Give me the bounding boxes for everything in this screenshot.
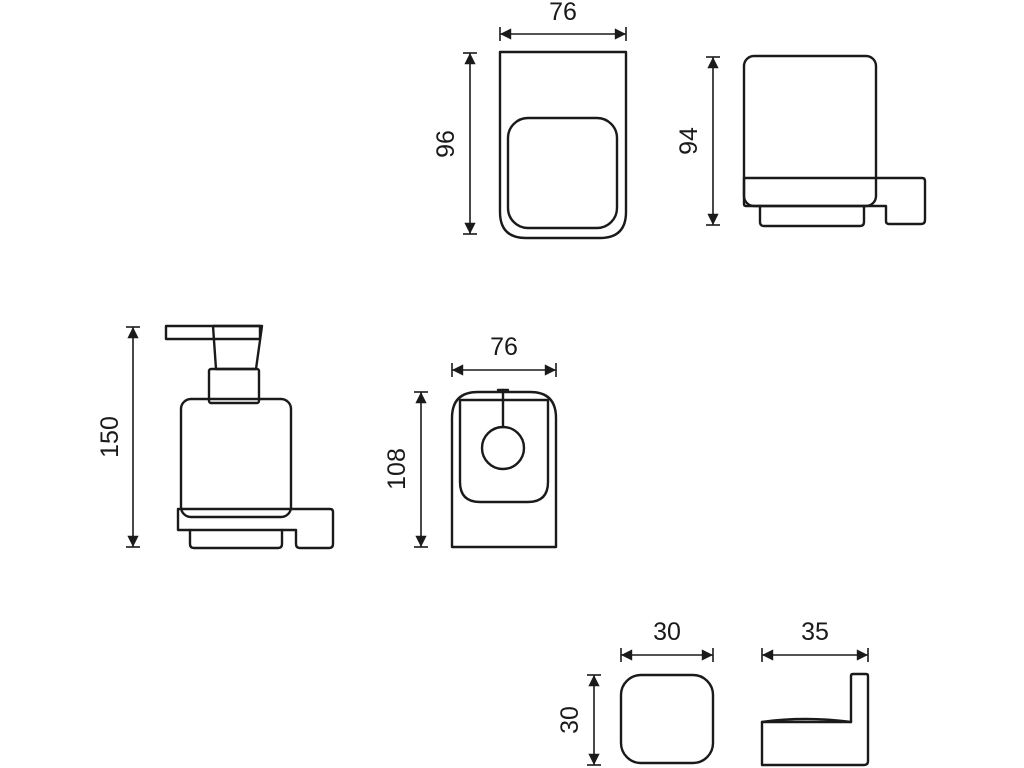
hook-front-height-label: 30	[556, 706, 584, 734]
hook-side-view: 35	[760, 618, 870, 767]
dispenser-bracket	[176, 507, 335, 550]
soap-dispenser-side-view: 150	[96, 324, 335, 550]
hook-front-outline	[619, 673, 715, 765]
tumbler-holder-front-view: 76 96	[432, 0, 628, 240]
tumbler-front-cutout	[506, 116, 619, 230]
tumbler-width-label: 76	[549, 0, 577, 26]
hook-side-depth-label: 35	[801, 618, 829, 646]
tumbler-front-outline	[498, 50, 628, 240]
tumbler-holder-side-view: 94	[675, 54, 927, 228]
tumbler-bracket	[742, 176, 927, 226]
dispenser-pump-collar	[207, 367, 261, 405]
dispenser-front-bottle-circle	[480, 425, 526, 471]
tumbler-front-height-label: 96	[432, 130, 460, 158]
hook-front-width-label: 30	[653, 618, 681, 646]
hook-front-view: 30 30	[556, 618, 715, 766]
dispenser-front-height-label: 108	[383, 448, 411, 490]
dispenser-front-width-label: 76	[490, 333, 518, 361]
hook-side-outline	[760, 672, 870, 767]
soap-dispenser-front-view: 76 108	[383, 333, 558, 549]
tumbler-glass-base	[758, 204, 866, 228]
dispenser-bottle	[179, 397, 293, 519]
dispenser-front-inner-plate	[458, 398, 550, 504]
dispenser-pump-head	[211, 324, 264, 371]
dispenser-base	[188, 528, 284, 550]
tumbler-glass	[742, 54, 878, 208]
dispenser-height-label: 150	[96, 416, 124, 458]
dispenser-front-outline	[450, 390, 558, 549]
tumbler-side-height-label: 94	[675, 127, 703, 155]
